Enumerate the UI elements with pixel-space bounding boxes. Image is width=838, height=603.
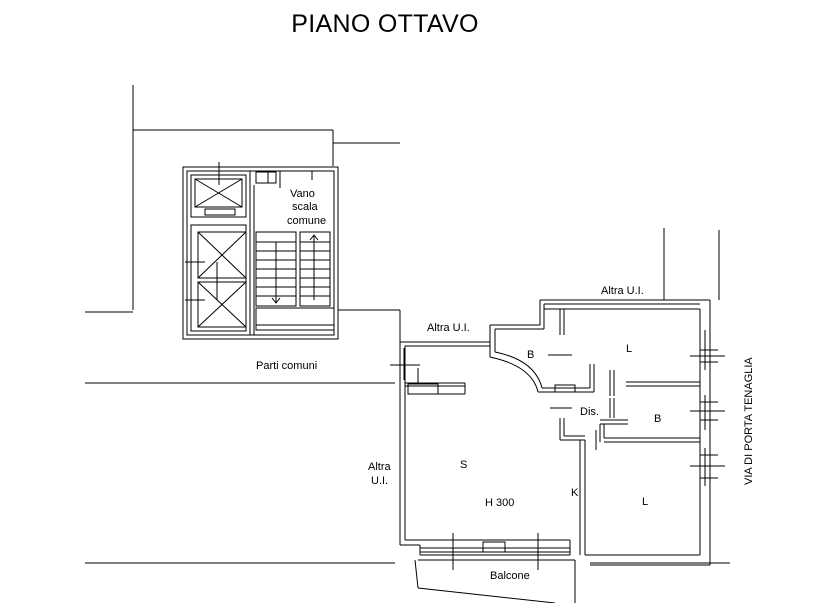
stair-label-line3: comune [287, 215, 326, 227]
height-label: H 300 [485, 497, 514, 509]
apartment-walls [390, 299, 725, 570]
kitchen-label: K [571, 487, 579, 499]
street-label: VIA DI PORTA TENAGLIA [743, 357, 755, 485]
altra-left-label-line1: Altra [368, 461, 392, 473]
living-label: S [460, 459, 467, 471]
bath1-label: B [527, 349, 534, 361]
stair-core [182, 162, 339, 340]
corridor [85, 228, 730, 564]
bed2-label: L [642, 496, 648, 508]
disimpegno-label: Dis. [580, 406, 599, 418]
stair-label-line1: Vano [290, 188, 315, 200]
altra-ui-top-label: Altra U.I. [601, 285, 644, 297]
page-title: PIANO OTTAVO [291, 10, 479, 38]
bath2-label: B [654, 413, 661, 425]
balcone-label: Balcone [490, 570, 530, 582]
altra-left-label-line2: U.I. [371, 475, 388, 487]
bed1-label: L [626, 343, 632, 355]
parti-comuni-label: Parti comuni [256, 360, 317, 372]
altra-ui-mid-label: Altra U.I. [427, 322, 470, 334]
stair-label-line2: scala [292, 201, 319, 213]
balcony [414, 559, 576, 603]
common-area-outline [85, 85, 400, 313]
